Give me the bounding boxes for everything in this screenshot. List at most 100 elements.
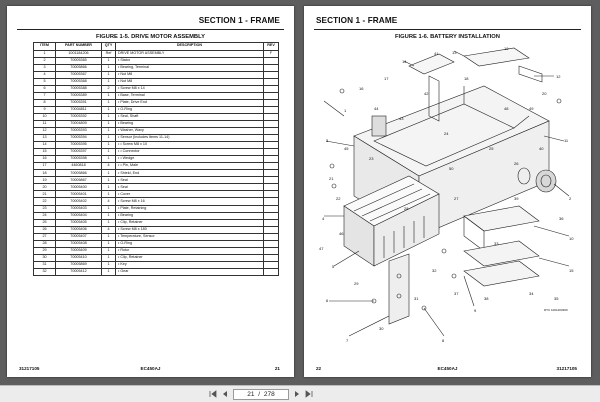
cell-description: • Temperature, Sensor	[115, 232, 264, 241]
cell-description: • Rotor	[115, 246, 264, 255]
cell-item: 2	[33, 56, 56, 65]
cell-item: 8	[33, 98, 56, 107]
cell-rev	[263, 84, 279, 93]
cell-description: • Bearing	[115, 211, 264, 220]
cell-description: • Sensor (Includes Items 11-14)	[115, 134, 264, 143]
cell-item: 12	[33, 127, 56, 136]
callout-6: 6	[326, 298, 329, 303]
callout-21: 21	[329, 176, 334, 181]
cell-rev	[263, 105, 279, 114]
callout-29: 29	[354, 281, 359, 286]
cell-item: 23	[33, 204, 56, 213]
cell-qty: 1	[101, 239, 116, 248]
cell-description: • Nut M8	[115, 77, 264, 86]
last-page-icon[interactable]	[304, 389, 314, 399]
cell-item: 17	[33, 162, 56, 171]
figure-title: FIGURE 1-5. DRIVE MOTOR ASSEMBLY	[96, 34, 205, 40]
cell-qty: 1	[101, 70, 116, 79]
cell-part-number: 70005866	[55, 63, 102, 72]
cell-rev	[263, 197, 279, 206]
callout-9: 9	[474, 308, 477, 313]
footer-page-number: 21	[274, 366, 280, 371]
col-header-item: ITEM	[33, 42, 56, 51]
cell-description: • Cover	[115, 190, 264, 199]
cell-part-number: 70005388	[55, 84, 102, 93]
footer-model: EC450AJ	[140, 366, 161, 371]
cell-item: 7	[33, 91, 56, 100]
callout-7: 7	[346, 338, 349, 343]
page-separator: /	[258, 391, 261, 398]
page-22: SECTION 1 - FRAME FIGURE 1-6. BATTERY IN…	[304, 6, 591, 377]
cell-rev	[263, 260, 279, 269]
cell-qty: 1	[101, 155, 116, 164]
cell-part-number: 70005410	[55, 253, 102, 262]
callout-13: 13	[452, 50, 457, 55]
callout-41: 41	[434, 51, 439, 56]
cell-description: • Key	[115, 260, 264, 269]
cell-item: 19	[33, 176, 56, 185]
total-pages: 278	[263, 391, 275, 398]
cell-rev	[263, 239, 279, 248]
cell-description: • • Pin, Male	[115, 162, 264, 171]
callout-40: 40	[539, 146, 544, 151]
cell-item: 13	[33, 134, 56, 143]
callout-49: 49	[529, 106, 534, 111]
callout-36: 36	[559, 216, 564, 221]
cell-rev	[263, 91, 279, 100]
cell-part-number: 70005391	[55, 98, 102, 107]
callout-14: 14	[402, 59, 407, 64]
callout-11: 11	[564, 138, 569, 143]
cell-rev	[263, 190, 279, 199]
footer-doc-number: 31217105	[19, 366, 40, 371]
cell-part-number: 70005398	[55, 155, 102, 164]
header-rule	[314, 29, 581, 30]
cell-qty: 1	[101, 176, 116, 185]
callout-27: 27	[454, 196, 459, 201]
cell-rev	[263, 162, 279, 171]
cell-qty: 1	[101, 63, 116, 72]
cell-qty: 1	[101, 218, 116, 227]
cell-part-number: 70005397	[55, 148, 102, 157]
callout-45: 45	[344, 146, 349, 151]
cell-rev	[263, 141, 279, 150]
cell-item: 24	[33, 211, 56, 220]
cell-description: • • Connector	[115, 148, 264, 157]
cell-qty: 1	[101, 253, 116, 262]
cell-part-number: 70005394	[55, 134, 102, 143]
cell-part-number: 70005367	[55, 70, 102, 79]
first-page-icon[interactable]	[208, 389, 218, 399]
table-header-row: ITEM PART NUMBER QTY DESCRIPTION REV	[33, 42, 279, 51]
cell-part-number: 70005392	[55, 112, 102, 121]
cell-qty: 1	[101, 267, 116, 277]
prev-page-icon[interactable]	[220, 389, 230, 399]
callout-16: 16	[359, 86, 364, 91]
cell-description: • Bearing, Terminal	[115, 63, 264, 72]
cell-qty: 1	[101, 169, 116, 178]
callout-1: 1	[344, 108, 347, 113]
callout-19: 19	[504, 46, 509, 51]
page-number-field[interactable]: 21 / 278	[233, 389, 289, 400]
cell-rev	[263, 56, 279, 65]
cell-description: • Screw M8 x 16	[115, 197, 264, 206]
callout-39: 39	[514, 196, 519, 201]
cell-rev	[263, 246, 279, 255]
next-page-icon[interactable]	[292, 389, 302, 399]
callout-44: 44	[374, 106, 379, 111]
callout-15: 15	[569, 268, 574, 273]
cell-rev	[263, 134, 279, 143]
